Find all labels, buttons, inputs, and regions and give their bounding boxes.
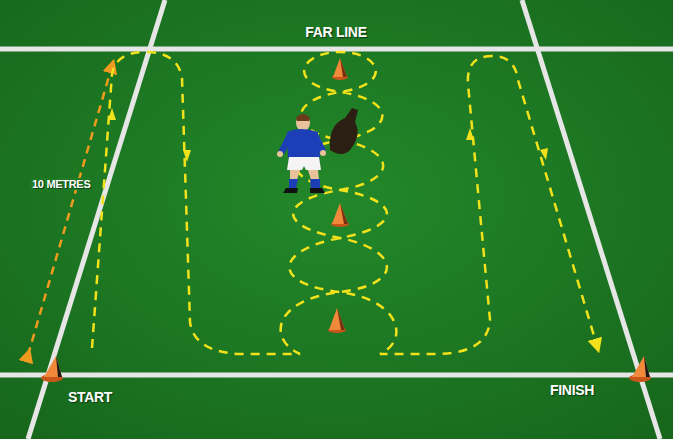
cone (41, 58, 651, 382)
distance-label: 10 METRES (30, 178, 92, 190)
far-line-label: FAR LINE (303, 25, 368, 40)
start-label: START (66, 390, 114, 405)
finish-label: FINISH (548, 383, 596, 398)
player-figure (277, 114, 326, 193)
